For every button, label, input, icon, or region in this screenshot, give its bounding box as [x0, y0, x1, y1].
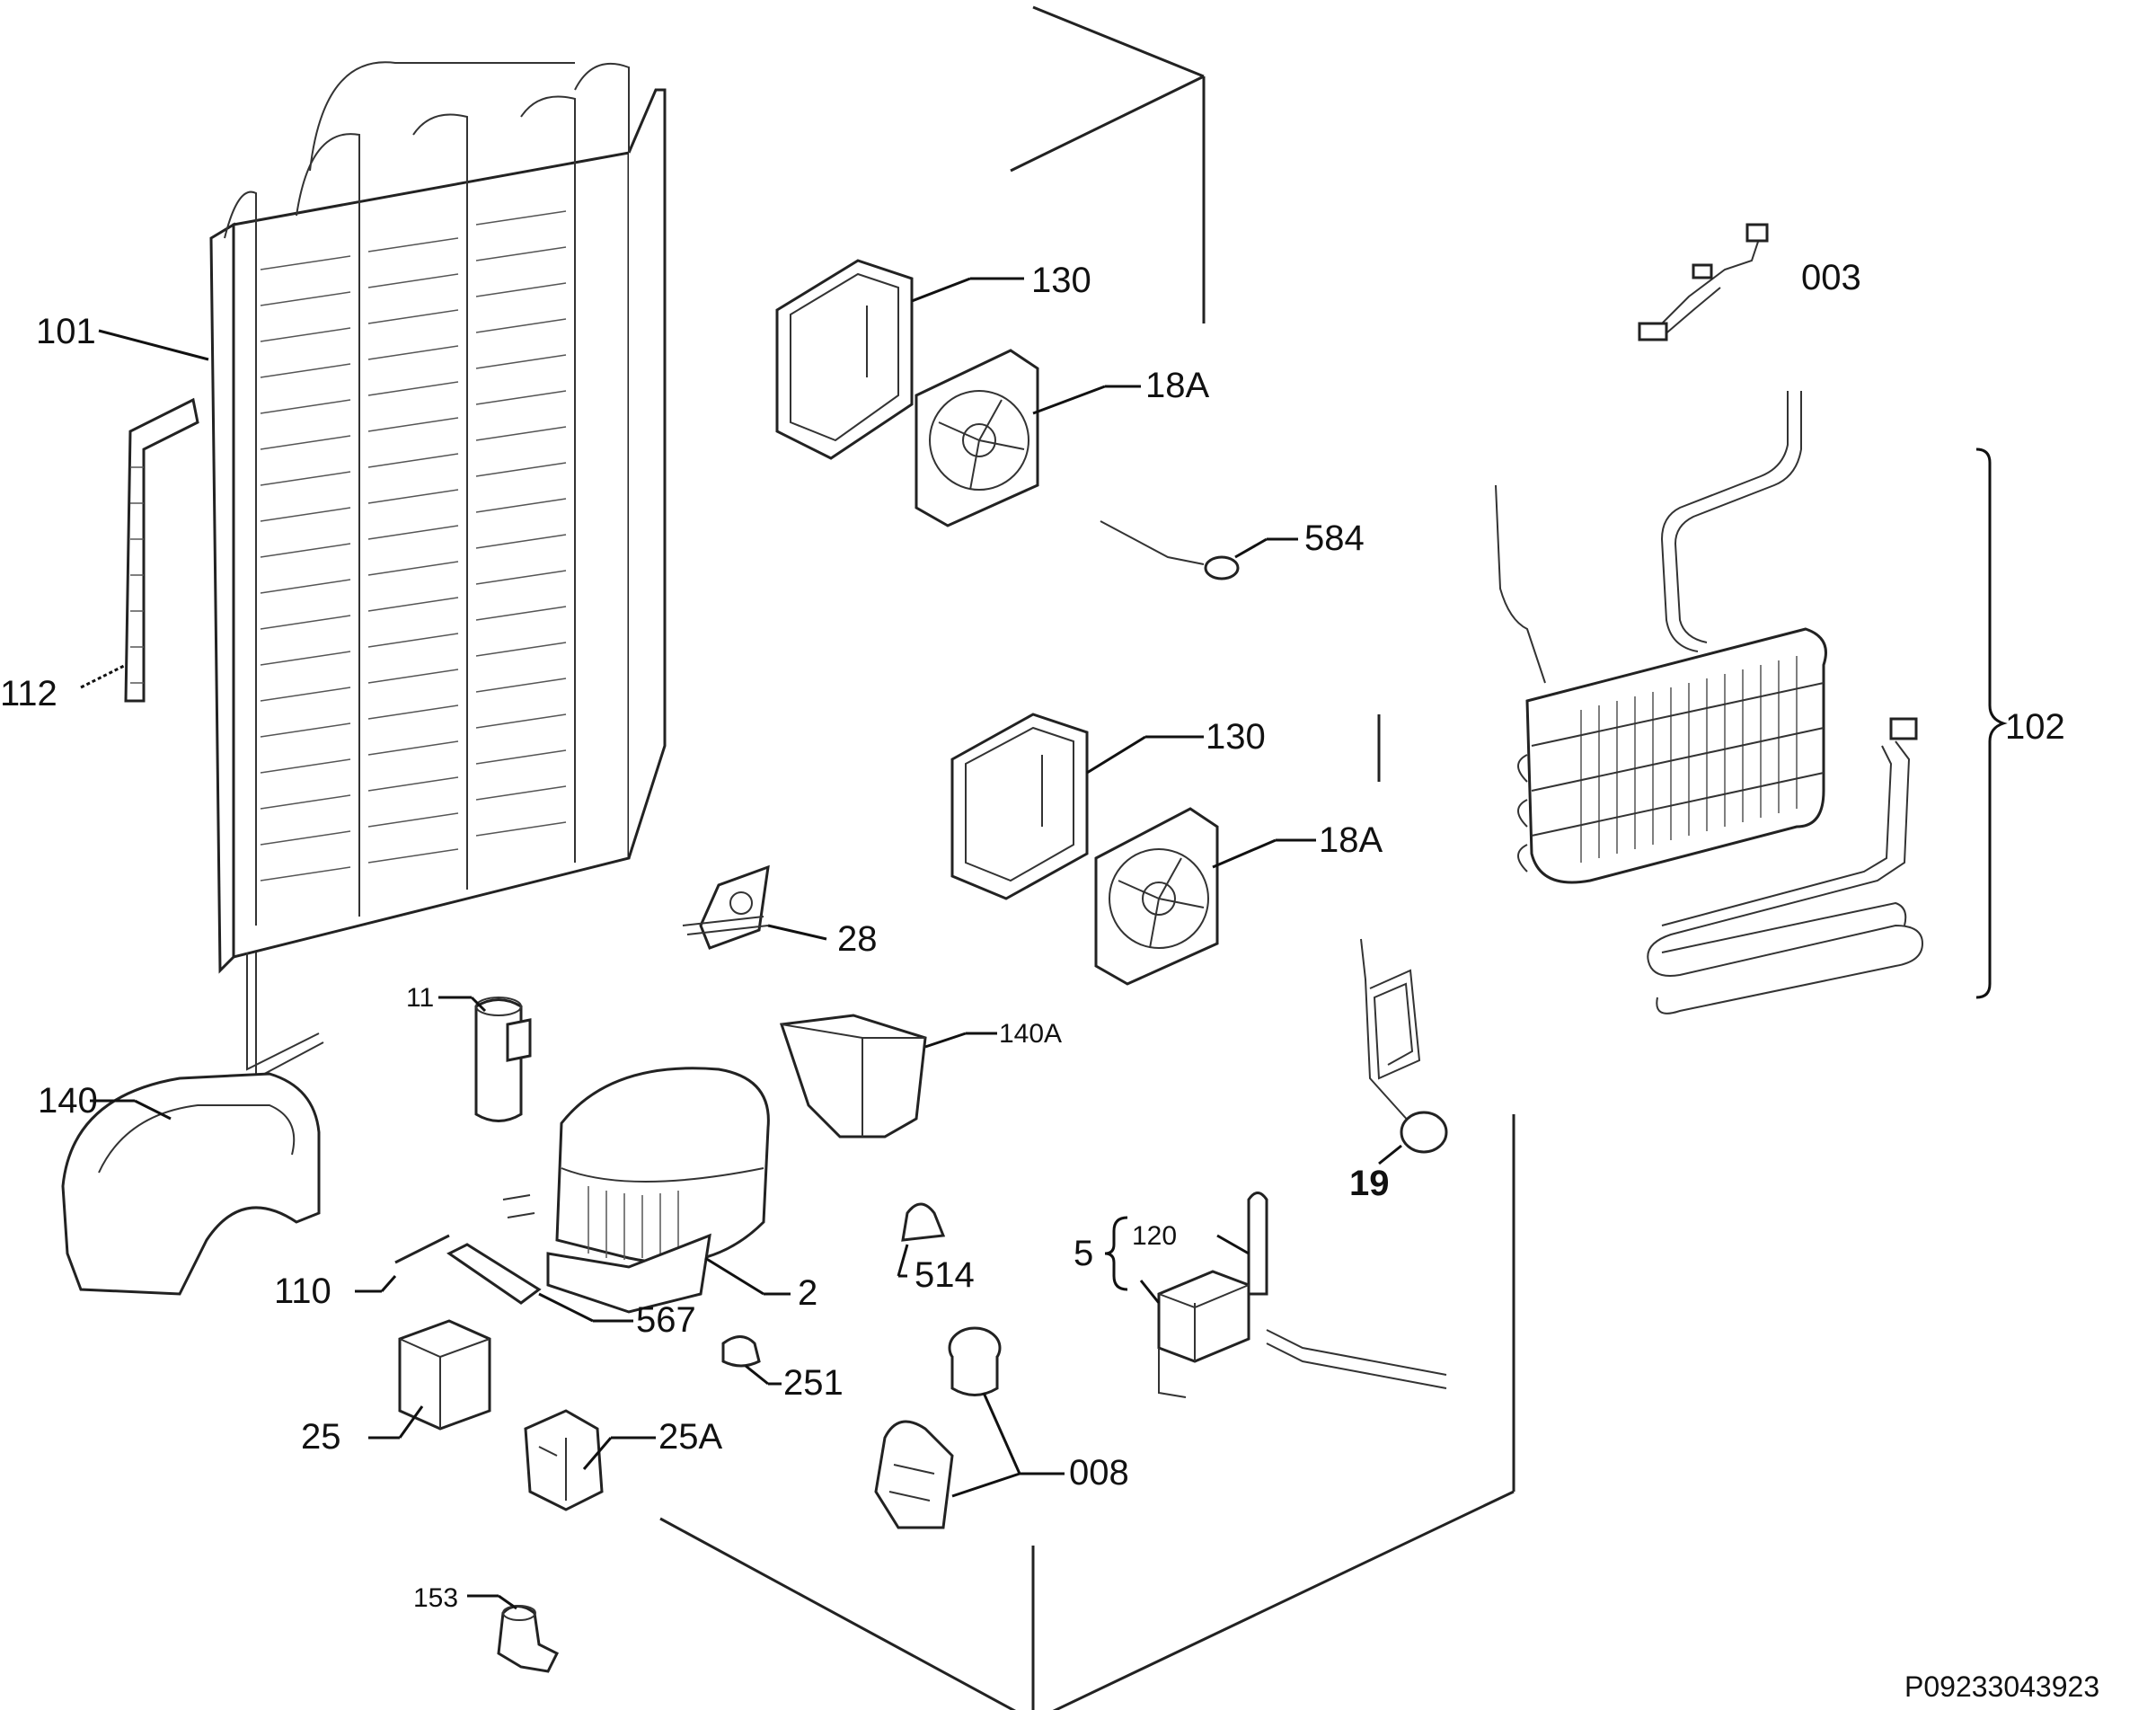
label-514: 514 — [915, 1255, 975, 1295]
valve-153 — [467, 1594, 560, 1673]
label-140a: 140A — [999, 1019, 1062, 1049]
label-251: 251 — [783, 1363, 844, 1403]
harness-003 — [1638, 223, 1769, 341]
label-110: 110 — [274, 1271, 331, 1311]
label-25a: 25A — [658, 1417, 722, 1457]
label-28: 28 — [837, 919, 878, 959]
label-153: 153 — [413, 1583, 458, 1613]
label-584: 584 — [1304, 518, 1365, 558]
label-008: 008 — [1069, 1453, 1129, 1493]
label-18a-mid: 18A — [1319, 820, 1383, 860]
rod-110 — [355, 1234, 450, 1293]
label-567: 567 — [636, 1300, 696, 1340]
fan-frame-130-top — [775, 259, 1024, 460]
drip-tray-140 — [61, 1072, 321, 1296]
fan-frame-130-mid — [950, 713, 1204, 900]
fan-18a-top — [915, 349, 1141, 527]
cap-514 — [897, 1202, 946, 1278]
fan-18a-mid — [1094, 807, 1316, 986]
label-120: 120 — [1132, 1221, 1177, 1251]
heater-19 — [1360, 938, 1448, 1165]
compressor-2 — [502, 1067, 791, 1314]
label-11: 11 — [406, 983, 434, 1013]
solenoid-valve-5 — [1104, 1192, 1447, 1398]
condenser-101 — [98, 61, 667, 1080]
cabinet-outline — [659, 5, 1515, 1710]
relay-25 — [368, 1319, 491, 1440]
drawing-code: P09233043923 — [1904, 1670, 2099, 1703]
label-101: 101 — [36, 312, 96, 351]
label-112: 112 — [0, 674, 57, 713]
label-130-mid: 130 — [1206, 717, 1266, 757]
label-102: 102 — [2005, 707, 2065, 747]
evaporator-102 — [1495, 391, 2008, 1014]
relay-25a — [524, 1409, 656, 1511]
label-2: 2 — [798, 1273, 817, 1313]
label-003: 003 — [1801, 258, 1861, 297]
label-130-top: 130 — [1031, 261, 1091, 300]
thermostat-008 — [874, 1326, 1065, 1529]
connector-567 — [446, 1243, 633, 1323]
capacitor-11 — [438, 996, 532, 1122]
callout-labels: 003 101 102 112 130 18A 584 130 18A 28 1… — [0, 258, 2099, 1703]
bracket-28 — [682, 864, 827, 950]
label-25: 25 — [301, 1417, 341, 1457]
drain-hose-112 — [80, 397, 199, 703]
sensor-584 — [1100, 520, 1298, 580]
grommet-251 — [721, 1335, 782, 1386]
label-18a-top: 18A — [1145, 366, 1209, 405]
label-140: 140 — [38, 1081, 98, 1121]
label-19: 19 — [1349, 1164, 1390, 1203]
bucket-140a — [779, 1014, 997, 1139]
label-5: 5 — [1074, 1234, 1093, 1273]
